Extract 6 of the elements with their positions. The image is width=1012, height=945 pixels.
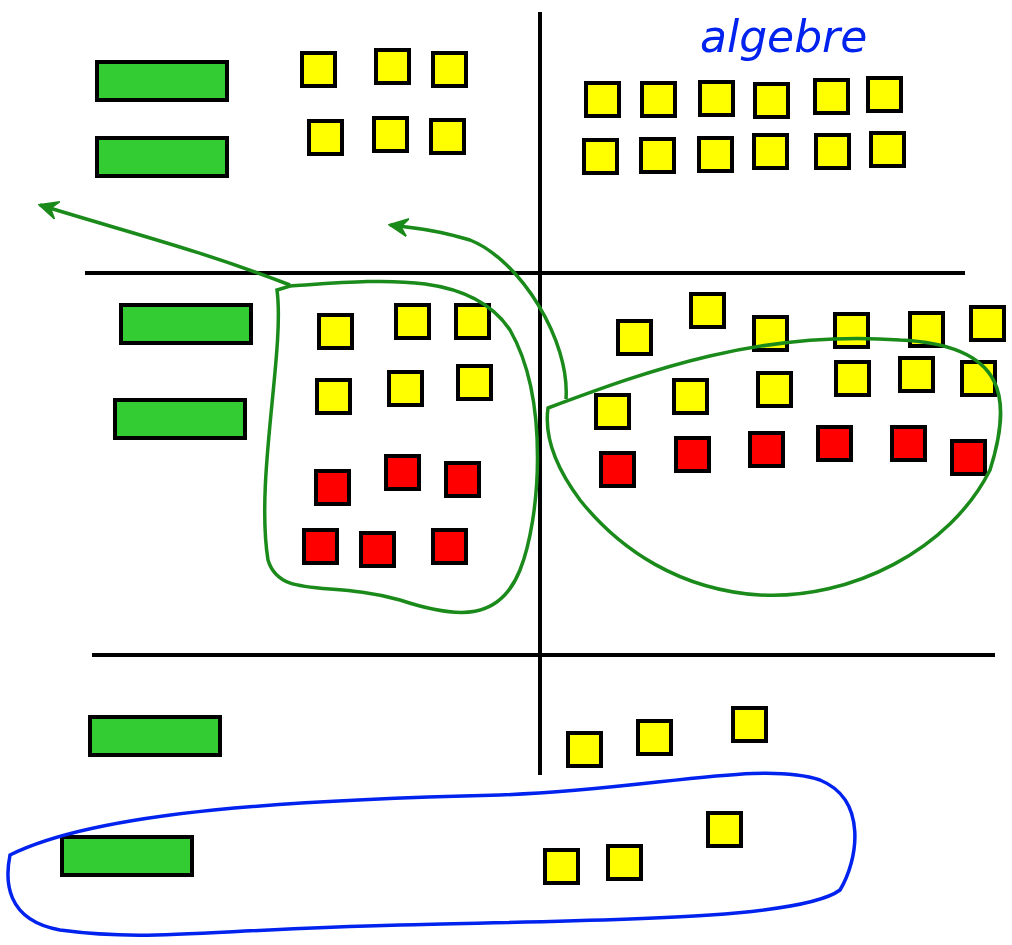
handwritten-title: algebre [700,11,868,62]
lasso-loop [6,771,857,937]
arrow [388,217,568,399]
arrow [38,200,291,287]
lasso-loop [545,336,1003,597]
lasso-loop [262,279,540,615]
